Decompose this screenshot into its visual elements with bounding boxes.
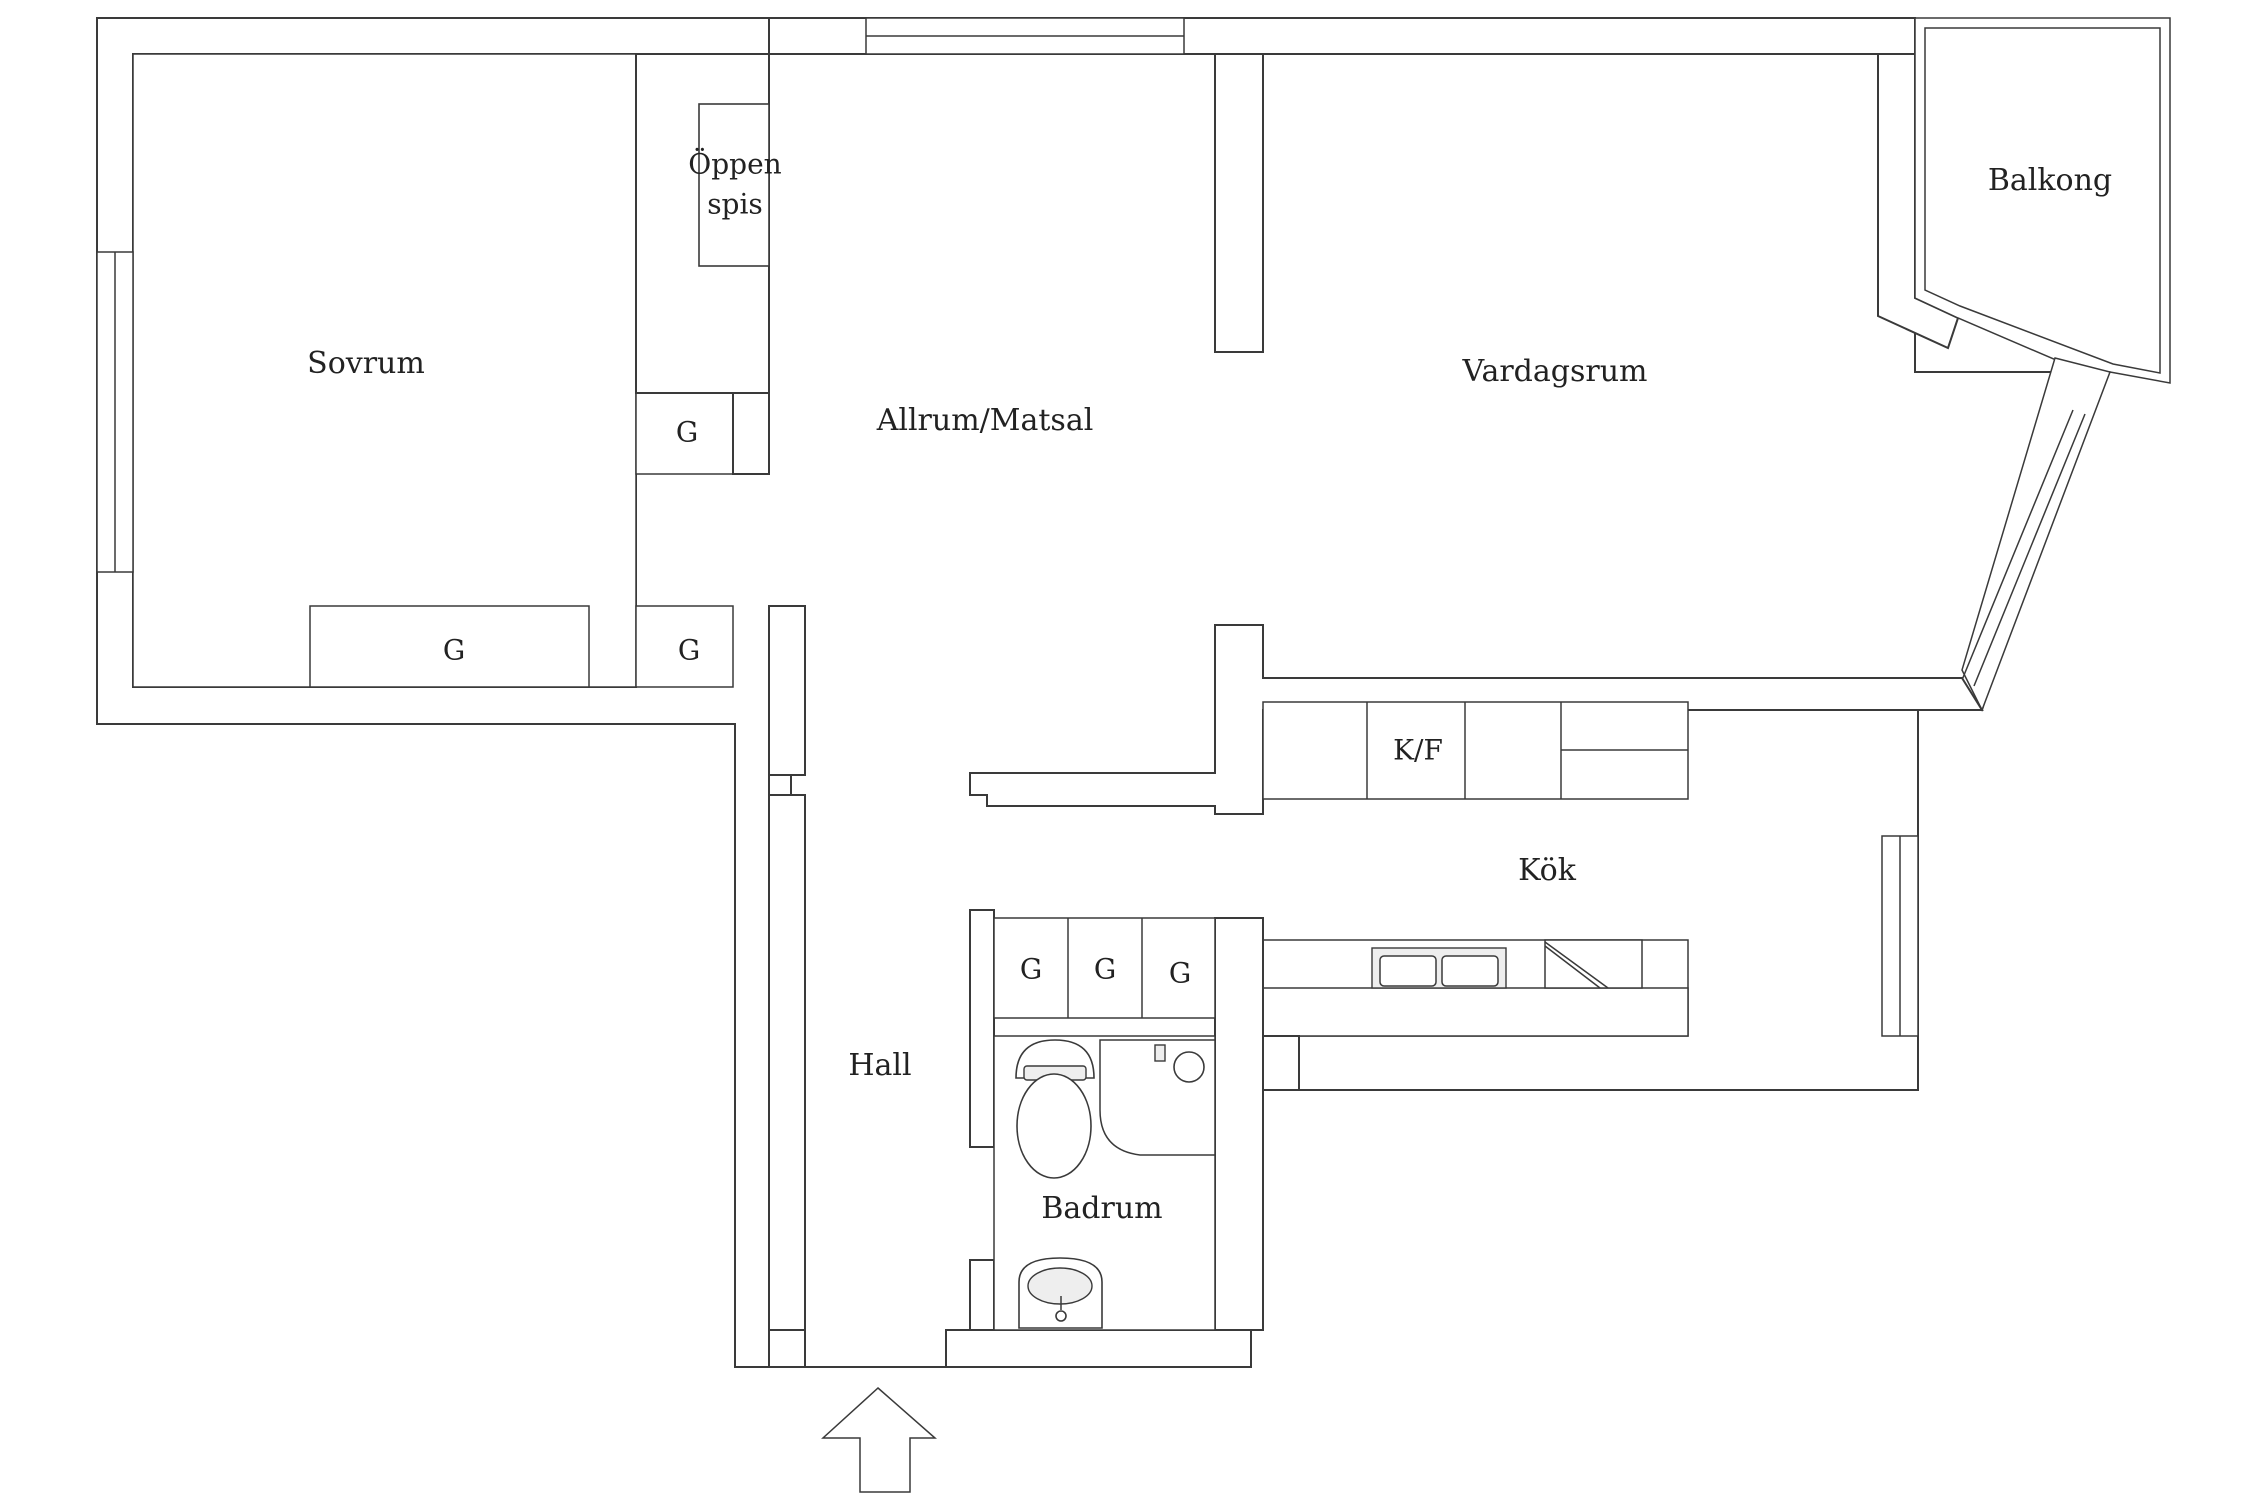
room-label-hall: Hall (848, 1048, 911, 1083)
bedroom (96, 53, 734, 688)
fireplace-label-line2: spis (707, 188, 763, 221)
room-label-balkong: Balkong (1988, 163, 2112, 198)
wardrobe-label-bedroom-long: G (443, 634, 465, 667)
wardrobe-label-hall-3: G (1169, 957, 1191, 990)
bathroom (993, 1035, 1216, 1331)
wardrobe-label-bedroom-short: G (678, 634, 700, 667)
kitchen (1262, 701, 1919, 1037)
up-arrow-icon (821, 1386, 937, 1493)
room-label-kok: Kök (1518, 853, 1577, 888)
room-label-vardagsrum: Vardagsrum (1462, 354, 1648, 389)
room-label-sovrum: Sovrum (307, 346, 425, 381)
hall-wardrobes (993, 917, 1216, 1019)
wardrobe-label-hall-2: G (1094, 953, 1116, 986)
room-label-badrum: Badrum (1041, 1191, 1162, 1226)
room-label-allrum: Allrum/Matsal (876, 403, 1094, 438)
fireplace-label-line1: Öppen (688, 147, 781, 181)
fridge-freezer-label: K/F (1393, 734, 1443, 767)
wardrobe-label-bedroom-corner: G (676, 416, 698, 449)
fireplace (698, 103, 770, 267)
top-walls (768, 17, 1960, 353)
wardrobe-label-hall-1: G (1020, 953, 1042, 986)
wall-vardagsrum-kok (969, 624, 1984, 815)
hall-walls (768, 605, 1300, 1368)
